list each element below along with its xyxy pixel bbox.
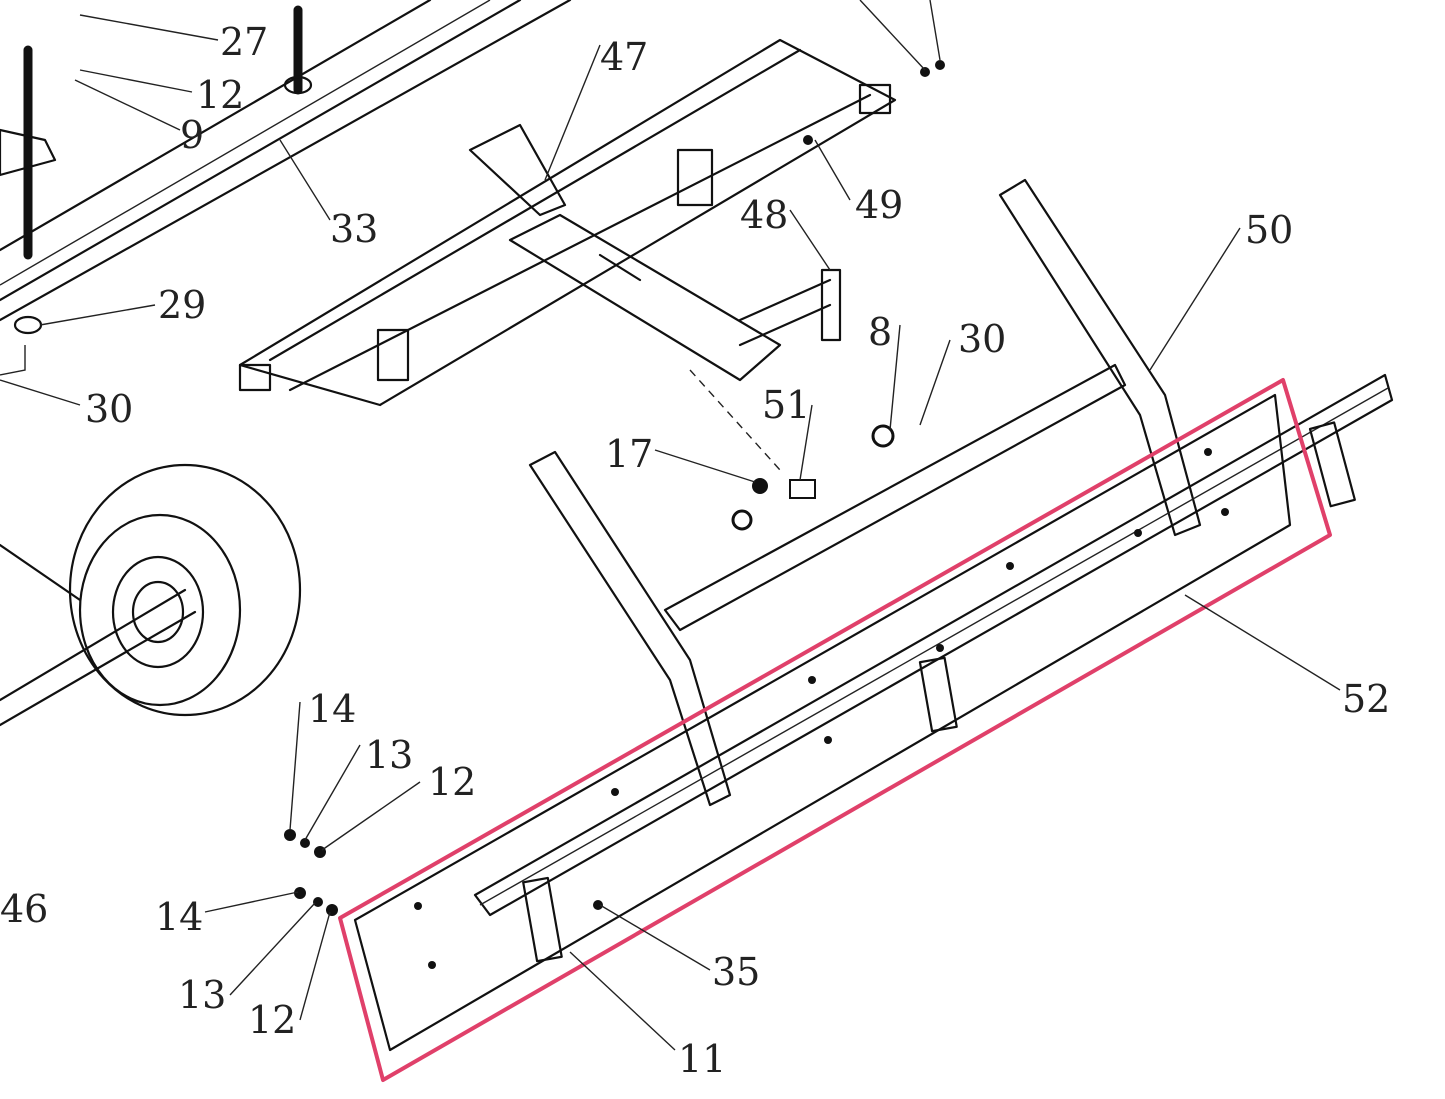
- hardware: [284, 60, 945, 916]
- label-52: 52: [1342, 677, 1390, 721]
- label-14b: 14: [155, 895, 203, 939]
- label-13b: 13: [178, 973, 226, 1017]
- leader-lines: [0, 0, 1341, 1051]
- label-47: 47: [600, 35, 648, 79]
- wheel-assembly: [0, 463, 302, 727]
- center-cross-frame: [238, 38, 897, 407]
- label-12c: 12: [248, 998, 296, 1042]
- label-14: 14: [308, 687, 356, 731]
- label-29: 29: [158, 283, 206, 327]
- label-35: 35: [712, 950, 760, 994]
- label-9: 9: [180, 113, 204, 157]
- main-frame-rail: [0, 0, 572, 335]
- highlight-outline: [338, 378, 1332, 1082]
- part-labels: 27 12 9 33 29 30 47 49 48 50 8 30 51 17 …: [0, 20, 1390, 1081]
- label-48: 48: [740, 193, 788, 237]
- label-50: 50: [1245, 208, 1293, 252]
- label-27: 27: [220, 20, 268, 64]
- plate-52: [353, 393, 1292, 1052]
- label-12b: 12: [428, 760, 476, 804]
- label-30b: 30: [958, 317, 1006, 361]
- label-13: 13: [365, 733, 413, 777]
- rear-beam: [473, 178, 1394, 963]
- label-12: 12: [196, 73, 244, 117]
- label-51: 51: [762, 383, 810, 427]
- label-8: 8: [868, 310, 892, 354]
- label-11: 11: [678, 1037, 726, 1081]
- label-33: 33: [330, 207, 378, 251]
- label-49: 49: [855, 183, 903, 227]
- label-46: 46: [0, 887, 48, 931]
- label-17: 17: [605, 432, 653, 476]
- label-30: 30: [85, 387, 133, 431]
